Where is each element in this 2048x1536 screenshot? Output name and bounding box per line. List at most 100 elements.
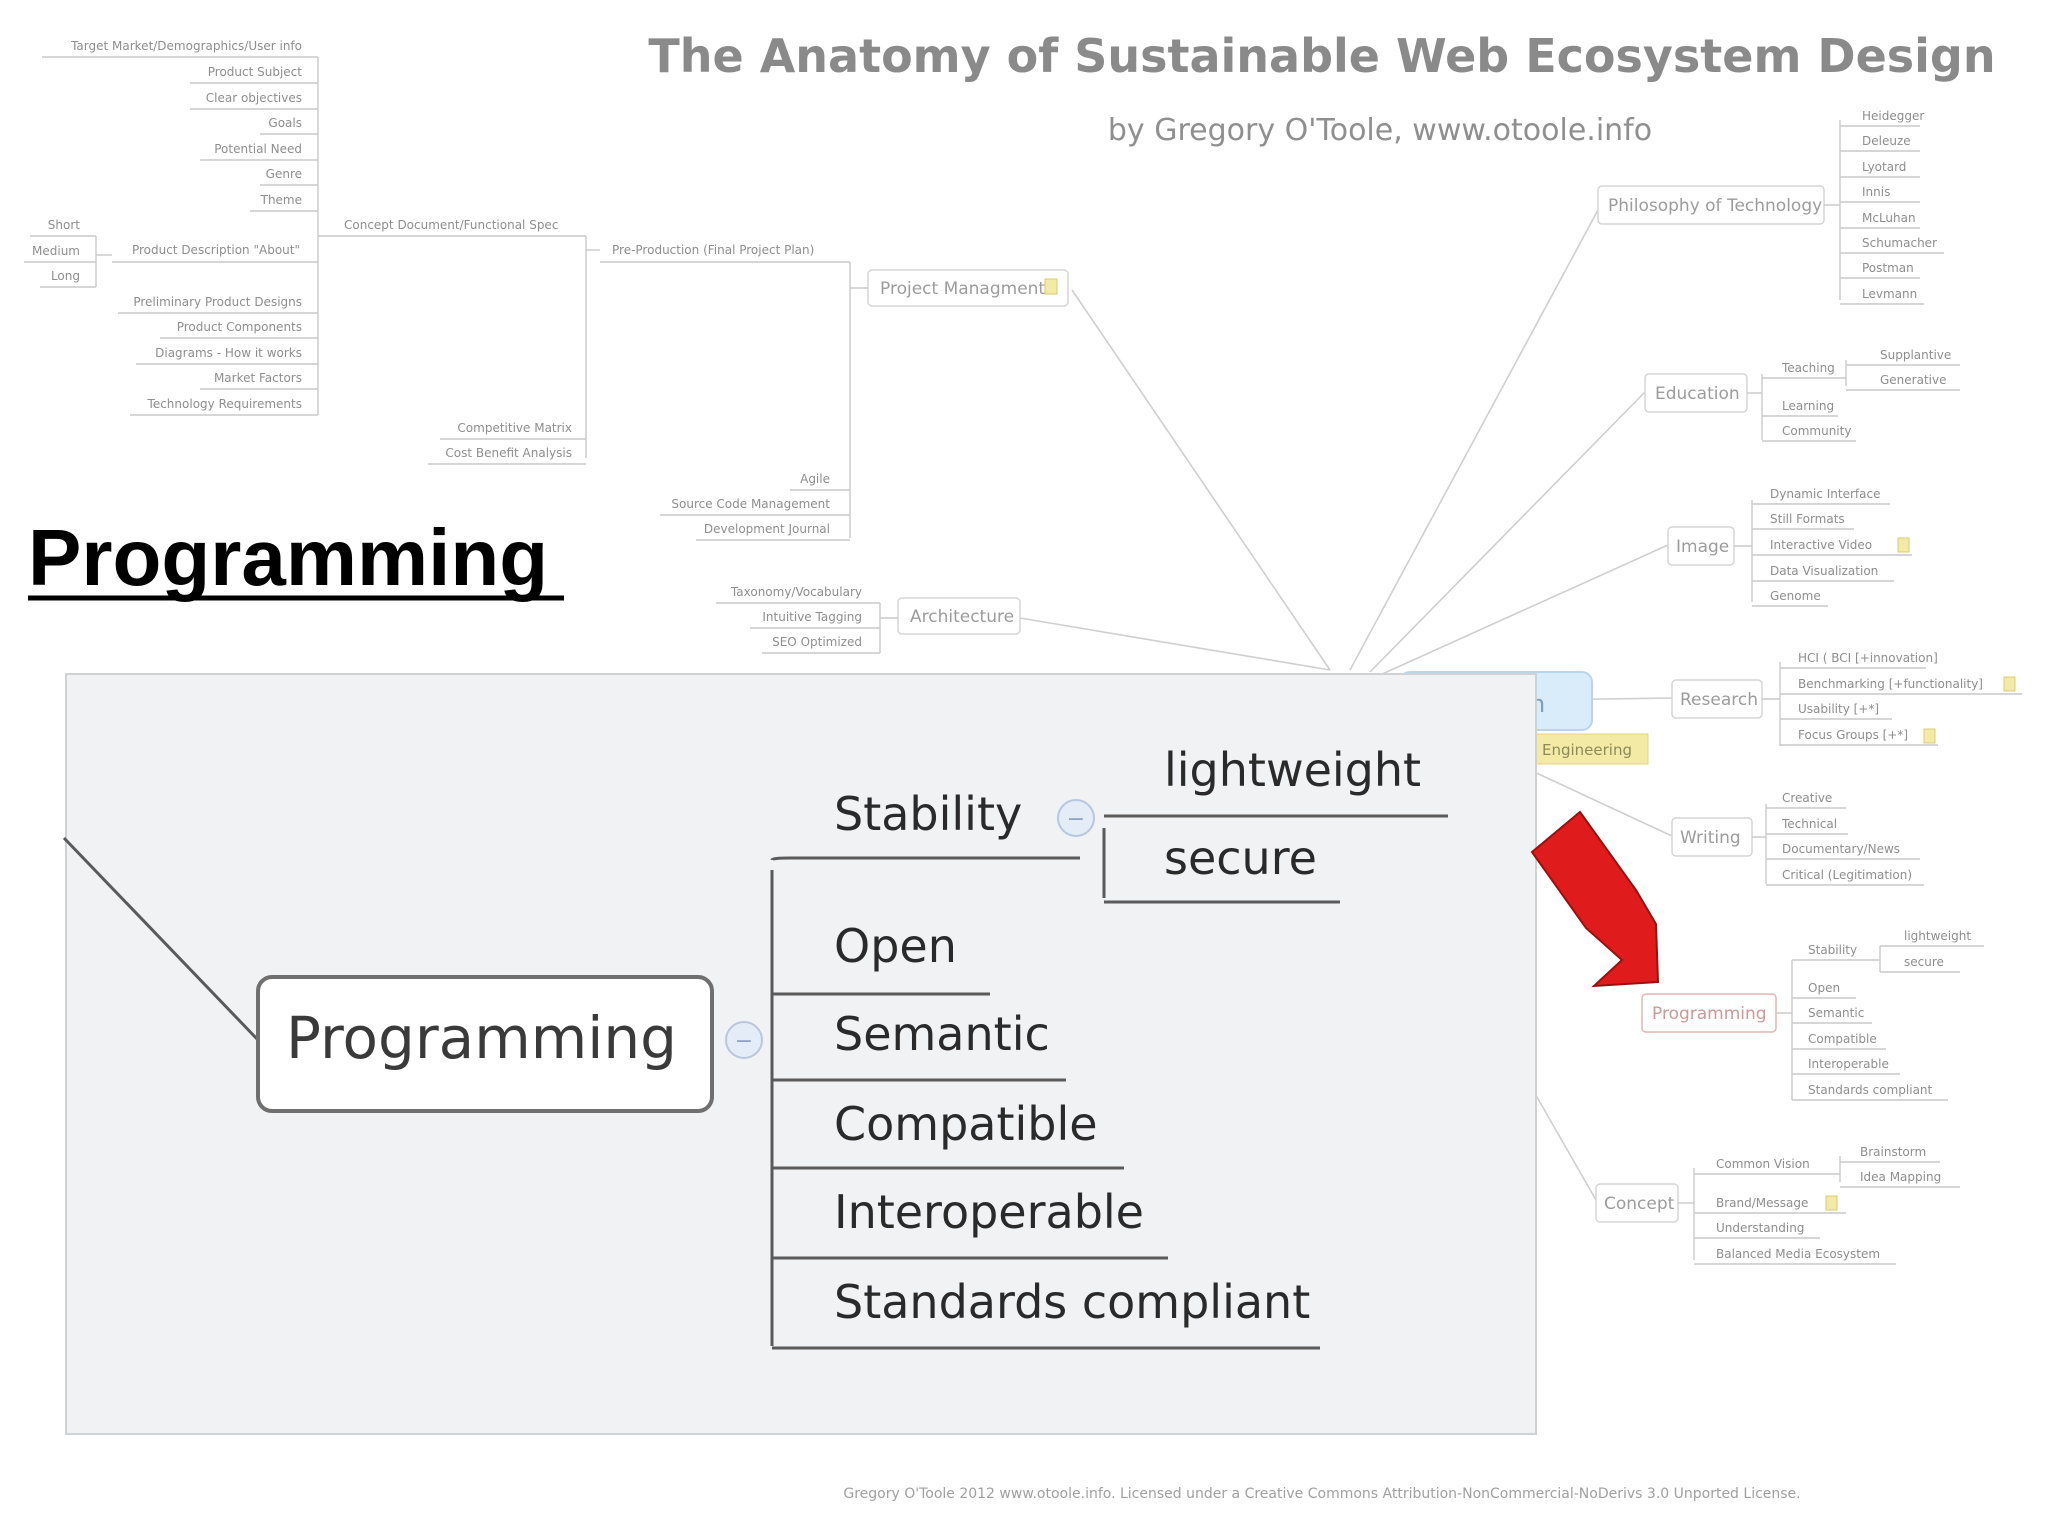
tag-label: Engineering xyxy=(1542,741,1632,759)
map-leaf: Balanced Media Ecosystem xyxy=(1716,1247,1880,1261)
note-icon xyxy=(2003,676,2016,692)
note-icon xyxy=(1923,728,1936,744)
slide-title: The Anatomy of Sustainable Web Ecosystem… xyxy=(648,29,1995,83)
philosophy-children: Heidegger Deleuze Lyotard Innis McLuhan … xyxy=(1840,109,1944,305)
note-icon xyxy=(1825,1195,1838,1211)
map-leaf: Open xyxy=(1808,981,1840,995)
map-node-writing: Writing Creative Technical Documentary/N… xyxy=(1671,791,1924,886)
svg-text:Concept: Concept xyxy=(1604,1194,1675,1214)
map-leaf: Agile xyxy=(800,472,830,486)
map-leaf: Goals xyxy=(268,116,302,130)
svg-text:Programming: Programming xyxy=(1652,1004,1767,1024)
map-leaf: Data Visualization xyxy=(1770,564,1878,578)
map-leaf: Generative xyxy=(1880,373,1946,387)
svg-text:Architecture: Architecture xyxy=(910,607,1014,627)
map-leaf: Theme xyxy=(260,193,302,207)
map-leaf: Learning xyxy=(1782,399,1834,413)
svg-text:Image: Image xyxy=(1676,537,1729,557)
map-leaf: Deleuze xyxy=(1862,134,1911,148)
map-leaf: Understanding xyxy=(1716,1221,1804,1235)
map-leaf: Idea Mapping xyxy=(1860,1170,1941,1184)
map-node-project-management: Project Managment xyxy=(867,269,1069,307)
note-icon xyxy=(1044,278,1058,295)
map-leaf: Dynamic Interface xyxy=(1770,487,1880,501)
collapse-toggle-programming[interactable] xyxy=(725,1021,763,1059)
zoom-leaf-lightweight: lightweight xyxy=(1164,743,1421,797)
slide-subtitle: by Gregory O'Toole, www.otoole.info xyxy=(1108,113,1652,148)
map-leaf: Technology Requirements xyxy=(147,397,302,411)
map-leaf: Still Formats xyxy=(1770,512,1845,526)
svg-text:−: − xyxy=(1067,807,1085,832)
zoom-leaf-interoperable: Interoperable xyxy=(834,1185,1144,1239)
map-leaf: Cost Benefit Analysis xyxy=(445,446,572,460)
map-leaf: Competitive Matrix xyxy=(457,421,572,435)
map-leaf: Schumacher xyxy=(1862,236,1937,250)
map-leaf: Taxonomy/Vocabulary xyxy=(730,585,862,599)
map-leaf: Medium xyxy=(32,244,80,258)
zoom-leaf-open: Open xyxy=(834,919,957,973)
map-leaf: Heidegger xyxy=(1862,109,1924,123)
map-leaf: Stability xyxy=(1808,943,1857,957)
map-leaf: Intuitive Tagging xyxy=(762,610,862,624)
map-leaf: Product Subject xyxy=(208,65,303,79)
zoom-node-stability: Stability xyxy=(834,787,1022,841)
map-leaf: Brainstorm xyxy=(1860,1145,1926,1159)
zoom-leaf-secure: secure xyxy=(1164,831,1317,885)
map-leaf: Target Market/Demographics/User info xyxy=(70,39,302,53)
map-leaf: Benchmarking [+functionality] xyxy=(1798,677,1983,691)
map-node-concept: Concept Common Vision Brainstorm Idea Ma… xyxy=(1595,1145,1960,1265)
svg-text:−: − xyxy=(735,1029,753,1054)
map-leaf: Market Factors xyxy=(214,371,302,385)
svg-text:Project Managment: Project Managment xyxy=(880,279,1045,299)
map-leaf: Compatible xyxy=(1808,1032,1877,1046)
map-leaf: Teaching xyxy=(1781,361,1835,375)
left-branch-concept-doc: Target Market/Demographics/User info Pro… xyxy=(24,39,586,416)
map-leaf: Usability [+*] xyxy=(1798,702,1879,716)
zoom-leaf-standards-compliant: Standards compliant xyxy=(834,1275,1310,1329)
license-footer: Gregory O'Toole 2012 www.otoole.info. Li… xyxy=(843,1486,1800,1502)
map-node-research: Research HCI ( BCI [+innovation] Benchma… xyxy=(1671,651,2022,746)
map-leaf: Semantic xyxy=(1808,1006,1864,1020)
svg-text:Programming: Programming xyxy=(286,1004,677,1072)
map-leaf: HCI ( BCI [+innovation] xyxy=(1798,651,1938,665)
section-heading: Programming xyxy=(28,513,548,602)
zoom-leaf-compatible: Compatible xyxy=(834,1097,1098,1151)
map-leaf: Levmann xyxy=(1862,287,1917,301)
map-leaf: Diagrams - How it works xyxy=(155,346,302,360)
map-node-education: Education Teaching Supplantive Generativ… xyxy=(1644,348,1960,442)
map-leaf: Genome xyxy=(1770,589,1821,603)
map-leaf: McLuhan xyxy=(1862,211,1916,225)
note-icon xyxy=(1897,537,1910,553)
map-leaf: Clear objectives xyxy=(206,91,302,105)
map-leaf: Lyotard xyxy=(1862,160,1906,174)
map-leaf: Product Description "About" xyxy=(132,243,300,257)
zoom-panel: Programming − Stability − lightweight se… xyxy=(62,673,1537,1435)
map-leaf: Genre xyxy=(266,167,302,181)
map-leaf: Standards compliant xyxy=(1808,1083,1933,1097)
map-node-philosophy: Philosophy of Technology xyxy=(1597,120,1841,300)
map-leaf: Potential Need xyxy=(214,142,302,156)
map-leaf: Focus Groups [+*] xyxy=(1798,728,1908,742)
map-node-image: Image Dynamic Interface Still Formats In… xyxy=(1667,487,1912,607)
left-branch-pre-production: Competitive Matrix Cost Benefit Analysis… xyxy=(428,236,868,541)
map-leaf: Technical xyxy=(1781,817,1837,831)
map-leaf: Critical (Legitimation) xyxy=(1782,868,1912,882)
map-leaf: Supplantive xyxy=(1880,348,1951,362)
map-leaf: Development Journal xyxy=(704,522,830,536)
map-leaf: Product Components xyxy=(177,320,302,334)
svg-text:Research: Research xyxy=(1680,690,1758,710)
map-leaf: secure xyxy=(1904,955,1944,969)
map-leaf: Long xyxy=(51,269,80,283)
map-leaf: Common Vision xyxy=(1716,1157,1810,1171)
map-leaf: Documentary/News xyxy=(1782,842,1900,856)
map-leaf: Interactive Video xyxy=(1770,538,1872,552)
map-node-architecture: Taxonomy/Vocabulary Intuitive Tagging SE… xyxy=(716,585,1021,654)
map-leaf: SEO Optimized xyxy=(772,635,862,649)
map-leaf: Preliminary Product Designs xyxy=(133,295,302,309)
collapse-toggle-stability[interactable] xyxy=(1057,799,1095,837)
map-node-programming-small: Programming Stability lightweight secure… xyxy=(1641,929,1984,1101)
svg-text:Writing: Writing xyxy=(1680,828,1741,848)
zoom-leaf-semantic: Semantic xyxy=(834,1007,1050,1061)
